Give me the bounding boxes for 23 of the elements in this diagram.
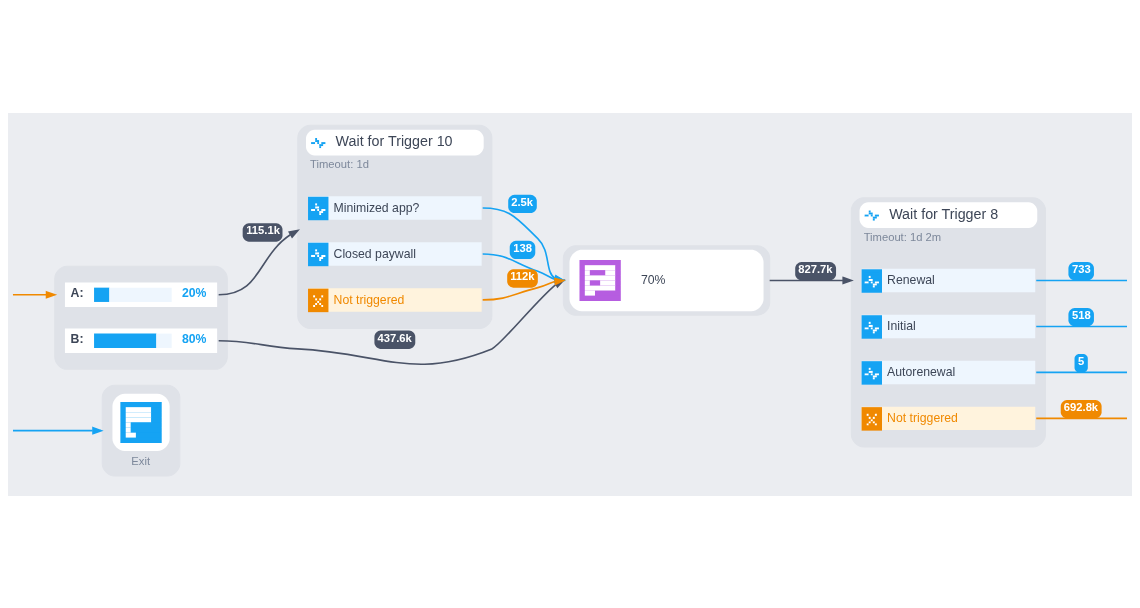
cluster [54, 265, 228, 370]
edge-label: 692.8k [1063, 400, 1099, 413]
connector [1035, 417, 1128, 419]
edge-label: 827.7k [798, 262, 833, 275]
edge-label: 437.6k [377, 331, 412, 344]
edge-label: 115.1k [246, 223, 280, 236]
connector [1035, 371, 1128, 373]
edge-label: 5 [1078, 354, 1085, 367]
arrow [12, 426, 104, 435]
node-box: Exit [101, 384, 181, 477]
edge-label: 112k [510, 269, 535, 282]
edge-label: 518 [1071, 308, 1091, 321]
node-box: 70% [562, 244, 771, 316]
edge-label: 2.5k [511, 195, 534, 208]
edge-label: 733 [1071, 262, 1091, 275]
arrow [12, 290, 58, 299]
arrow [217, 228, 300, 296]
node-box: B: 80% [64, 328, 218, 353]
arrow [768, 276, 854, 284]
node-box: A: 20% [64, 282, 218, 307]
connector [1035, 325, 1128, 327]
connector [1035, 279, 1128, 281]
edge-label: 138 [513, 241, 533, 254]
